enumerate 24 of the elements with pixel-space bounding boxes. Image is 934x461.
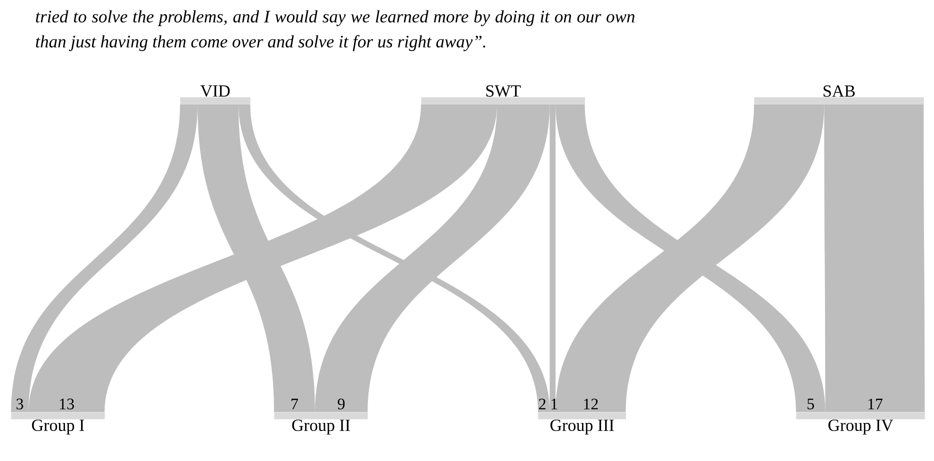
bar-node: Group I — [11, 412, 105, 434]
node-label: Group II — [292, 420, 350, 434]
quote-text: tried to solve the problems, and I would say we learned more by doing it on our own than just having them come over and solve it for us right away”. — [36, 10, 634, 52]
bar-node: Group III — [538, 412, 626, 434]
node-label: Group IV — [828, 420, 894, 434]
node-label: VID — [200, 85, 230, 97]
bar-node: Group II — [274, 412, 368, 434]
flow-ribbon — [198, 104, 315, 412]
bar-node: VID — [180, 85, 250, 104]
flow-value: 17 — [866, 398, 884, 410]
bar-node: Group IV — [796, 412, 925, 434]
flow-value: 2 — [538, 398, 547, 410]
bar-node: SAB — [754, 85, 924, 104]
node-label: SAB — [824, 85, 855, 97]
flow-value: 7 — [290, 398, 299, 410]
flow-ribbon — [28, 104, 498, 412]
node-label: Group I — [32, 420, 84, 434]
flow-ribbon — [550, 104, 556, 412]
flow-ribbon — [314, 104, 550, 412]
node-label: SWT — [486, 85, 521, 97]
flow-ribbon — [824, 104, 925, 412]
bar-node: SWT — [421, 85, 585, 104]
node-label: Group III — [550, 420, 614, 434]
flow-ribbon — [11, 104, 198, 412]
